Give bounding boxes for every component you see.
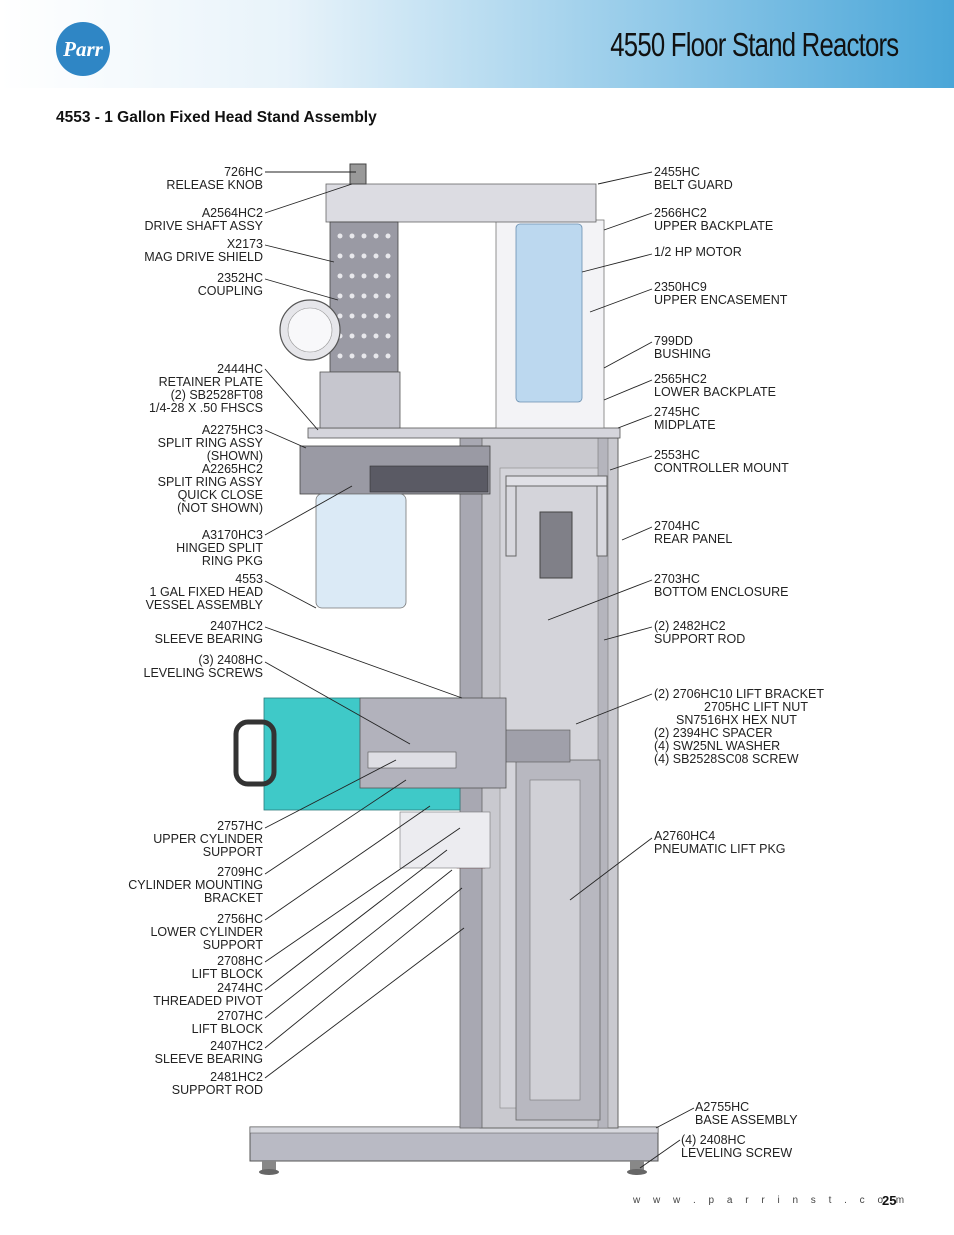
leader-799dd	[603, 341, 653, 369]
controller-mount-top	[505, 475, 608, 487]
head-fittings	[319, 371, 401, 429]
leader-2757hc	[264, 759, 397, 829]
page-header-title: 4550 Floor Stand Reactors	[609, 26, 899, 63]
mag-drive-shield-holes	[337, 233, 391, 359]
leader-2350hc9	[589, 288, 653, 313]
leader-2408hc-bottom	[639, 1139, 681, 1169]
leader-2408hc	[264, 661, 411, 745]
leader-2745hc	[617, 414, 653, 429]
controller-mount-left	[505, 483, 517, 557]
leader-2566hc2	[603, 212, 653, 231]
leader-2352hc	[264, 278, 339, 301]
header-band	[0, 0, 954, 88]
leader-2709hc	[264, 779, 407, 875]
leader-2565hc2	[603, 379, 653, 401]
leader-x2173	[264, 244, 335, 263]
leader-a2755hc	[655, 1107, 695, 1129]
split-ring-band	[369, 465, 489, 493]
leader-2703hc	[547, 579, 653, 621]
leader-2455hc	[597, 171, 653, 185]
leader-a2564hc2	[264, 183, 353, 214]
leader-2444hc	[264, 368, 319, 431]
half-hp-motor	[515, 223, 583, 403]
leader-2481hc2	[264, 927, 465, 1079]
leveling-foot-left	[259, 1169, 279, 1175]
label-half-hp-motor: 1/2 HP MOTOR	[654, 245, 742, 259]
leader-a3170hc3	[264, 485, 353, 536]
leader-4553	[264, 580, 317, 609]
leader-2707hc	[264, 869, 453, 1019]
leader-motor	[581, 253, 653, 273]
pressure-gauge-face	[287, 307, 333, 353]
leader-2407hc2-bottom	[264, 887, 463, 1049]
leader-2706hc10	[575, 693, 653, 725]
leader-2482hc2	[603, 626, 653, 641]
base-assembly-top	[249, 1126, 659, 1134]
label-2706hc10: (2) 2706HC10 LIFT BRACKET 2705HC LIFT NU…	[654, 687, 824, 766]
leader-2407hc2-top	[264, 626, 463, 699]
footer-url: w w w . p a r r i n s t . c o m	[633, 1195, 910, 1206]
parr-logo: Parr	[56, 22, 110, 76]
midplate	[307, 427, 621, 439]
release-knob	[349, 163, 367, 185]
section-title: 4553 - 1 Gallon Fixed Head Stand Assembl…	[56, 109, 377, 126]
belt-guard	[325, 183, 597, 223]
cylinder-mount-bracket	[359, 697, 507, 789]
lift-block-upper	[503, 729, 571, 763]
leader-2708hc	[264, 827, 461, 963]
leader-2704hc	[621, 526, 653, 541]
controller-box	[539, 511, 573, 579]
heater-handle	[233, 719, 277, 787]
leveling-screw-left	[262, 1161, 276, 1171]
leader-2474hc	[264, 849, 448, 991]
page-number: 25	[882, 1193, 897, 1208]
upper-cylinder-support	[367, 751, 457, 769]
leader-a2760hc4	[569, 837, 653, 901]
leader-a2275hc3	[264, 429, 307, 449]
vessel-glass	[315, 493, 407, 609]
pneumatic-cylinder	[529, 779, 581, 1101]
leader-2553hc	[609, 455, 653, 471]
leveling-foot-right	[627, 1169, 647, 1175]
leader-2756hc	[264, 805, 431, 921]
leader-lines	[264, 171, 695, 1169]
leveling-screw-right	[630, 1161, 644, 1171]
controller-mount-right	[596, 483, 608, 557]
